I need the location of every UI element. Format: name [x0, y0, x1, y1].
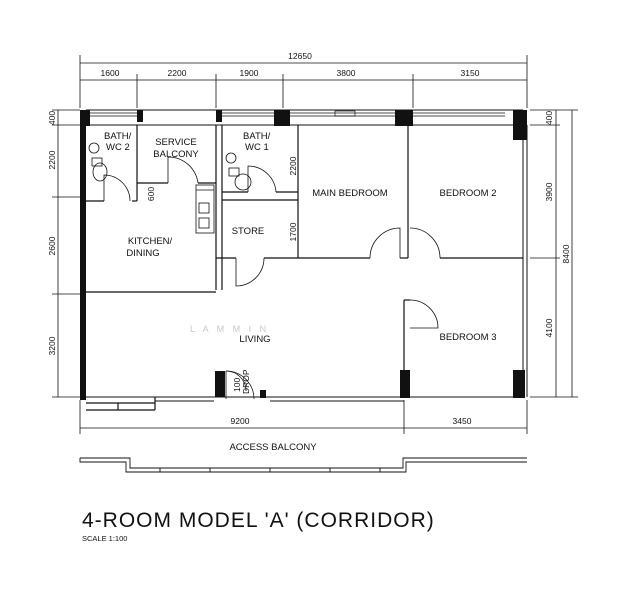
door-swings [103, 156, 441, 400]
room-bedroom2-label: BEDROOM 2 [439, 188, 496, 199]
drop-label-2: DROP [241, 369, 251, 394]
right-dimension-lines [530, 109, 578, 398]
top-dimension-lines [79, 55, 528, 108]
room-bath1-label-1: BATH/ [243, 131, 271, 142]
room-bath2-label-2: WC 2 [106, 142, 130, 153]
watermark: L A M M I N [190, 324, 269, 334]
drop-label-1: 100 [232, 378, 242, 392]
room-main-bedroom-label: MAIN BEDROOM [312, 188, 388, 199]
kitchen-sink [195, 184, 215, 234]
dim-top-5: 3150 [461, 68, 480, 78]
top-windows [86, 110, 505, 117]
dim-right-1: 400 [544, 111, 554, 125]
dim-left-3: 600 [146, 187, 156, 201]
dim-right-2: 3900 [544, 182, 554, 201]
dim-right-total: 8400 [561, 244, 571, 263]
dim-top-2: 2200 [168, 68, 187, 78]
room-store-label: STORE [232, 226, 265, 237]
room-service-label-2: BALCONY [153, 149, 199, 160]
room-kitchen-label-2: DINING [126, 248, 159, 259]
room-bath1-label-2: WC 1 [245, 142, 269, 153]
dim-left-4: 2600 [47, 236, 57, 255]
dim-left-1: 400 [47, 111, 57, 125]
dim-bottom-2: 3450 [453, 416, 472, 426]
bottom-dimension-lines [79, 400, 528, 434]
access-balcony-label: ACCESS BALCONY [229, 442, 317, 453]
bath1-fixtures [225, 152, 252, 191]
dim-left-5: 1700 [288, 222, 298, 241]
dim-inner-2200: 2200 [288, 156, 298, 175]
dim-top-4: 3800 [337, 68, 356, 78]
dim-total-width: 12650 [288, 51, 312, 61]
exterior-walls [80, 109, 528, 402]
dim-left-6: 3200 [47, 336, 57, 355]
plan-title: 4-ROOM MODEL 'A' (CORRIDOR) [82, 509, 435, 532]
dim-top-3: 1900 [240, 68, 259, 78]
room-bedroom3-label: BEDROOM 3 [439, 332, 496, 343]
structural-columns [80, 110, 527, 398]
room-kitchen-label-1: KITCHEN/ [128, 236, 173, 247]
dim-left-2: 2200 [47, 150, 57, 169]
plan-scale: SCALE 1:100 [82, 534, 127, 543]
room-service-label-1: SERVICE [155, 137, 197, 148]
dim-top-1: 1600 [101, 68, 120, 78]
access-balcony-outline [79, 457, 527, 473]
left-dimension-lines [52, 109, 80, 398]
interior-walls [86, 125, 523, 411]
room-living-label: LIVING [239, 334, 270, 345]
dim-right-3: 4100 [544, 318, 554, 337]
dim-bottom-1: 9200 [231, 416, 250, 426]
bath2-fixtures [88, 142, 108, 182]
room-bath2-label-1: BATH/ [104, 131, 132, 142]
